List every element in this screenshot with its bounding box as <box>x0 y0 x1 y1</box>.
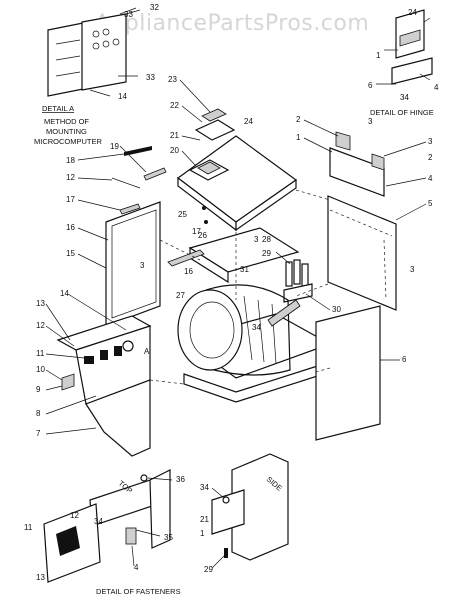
front-control-panel <box>56 315 152 457</box>
callout-14: 14 <box>60 289 69 298</box>
method-caption-line2: MOUNTING <box>46 127 87 136</box>
callout-5: 5 <box>428 199 433 208</box>
part-22-23-cover <box>194 108 236 141</box>
callout-9: 9 <box>36 385 41 394</box>
front-panel-right <box>315 305 381 441</box>
method-caption-line1: METHOD OF <box>44 117 89 126</box>
callout-1: 1 <box>296 133 301 142</box>
callout-24: 24 <box>408 8 417 17</box>
callout-11: 11 <box>24 523 33 532</box>
callout-16: 16 <box>184 267 193 276</box>
explode-guides <box>149 189 331 385</box>
callout-18: 18 <box>66 156 75 165</box>
callout-3: 3 <box>410 265 415 274</box>
callout-34: 34 <box>400 93 409 102</box>
callout-4: 4 <box>434 83 439 92</box>
callout-6: 6 <box>402 355 407 364</box>
callout-8: 8 <box>36 409 41 418</box>
callout-17: 17 <box>66 195 75 204</box>
top-panel <box>176 135 298 232</box>
callout-7: 7 <box>36 429 41 438</box>
callout-29: 29 <box>204 565 213 574</box>
callout-10: 10 <box>36 365 45 374</box>
callout-14: 14 <box>118 92 127 101</box>
callout-25: 25 <box>178 210 187 219</box>
watermark-text: AppliancePartsPros.com <box>95 11 370 36</box>
callout-20: 20 <box>170 146 179 155</box>
callout-27: 27 <box>176 291 185 300</box>
callout-12: 12 <box>66 173 75 182</box>
callout-2: 2 <box>428 153 433 162</box>
callout-2: 2 <box>296 115 301 124</box>
callout-29: 29 <box>262 249 271 258</box>
detail-a-caption: DETAIL A <box>42 104 74 113</box>
callout-3: 3 <box>254 235 259 244</box>
callout-24: 24 <box>244 117 253 126</box>
detail-a-panel <box>47 7 141 97</box>
callout-13: 13 <box>36 299 45 308</box>
hinge-bracket <box>329 131 385 197</box>
callout-21: 21 <box>200 515 209 524</box>
fastener-detail-left <box>43 469 171 583</box>
callout-36: 36 <box>176 475 185 484</box>
upper-frame <box>167 227 300 284</box>
callout-3: 3 <box>368 117 373 126</box>
callout-16: 16 <box>66 223 75 232</box>
callout-21: 21 <box>170 131 179 140</box>
fasteners-caption: DETAIL OF FASTENERS <box>96 587 181 596</box>
callout-13: 13 <box>36 573 45 582</box>
parts-25-26-fasteners <box>202 206 208 224</box>
callout-11: 11 <box>36 349 45 358</box>
drum-assembly <box>177 284 332 403</box>
part-20-21-bracket <box>188 159 230 181</box>
callout-33: 33 <box>146 73 155 82</box>
callout-34: 34 <box>252 323 261 332</box>
callout-1: 1 <box>376 51 381 60</box>
callout-15: 15 <box>66 249 75 258</box>
callout-28: 28 <box>262 235 271 244</box>
callout-3: 3 <box>428 137 433 146</box>
detail-a-marker: A <box>144 347 150 356</box>
callout-12: 12 <box>36 321 45 330</box>
callout-31: 31 <box>240 265 249 274</box>
hinge-detail <box>376 9 433 85</box>
callout-3: 3 <box>140 261 145 270</box>
callout-34: 34 <box>200 483 209 492</box>
right-side-panel <box>327 195 397 311</box>
callout-33: 33 <box>124 10 133 19</box>
callout-32: 32 <box>150 3 159 12</box>
callout-30: 30 <box>332 305 341 314</box>
cylinder-parts-28-29 <box>283 259 313 303</box>
callout-23: 23 <box>168 75 177 84</box>
callout-19: 19 <box>110 142 119 151</box>
fastener-detail-right <box>211 453 289 561</box>
callout-4: 4 <box>134 563 139 572</box>
left-side-panel <box>105 201 161 327</box>
callout-6: 6 <box>368 81 373 90</box>
callout-35: 35 <box>164 533 173 542</box>
strip-parts-16-19 <box>111 146 167 215</box>
callout-17: 17 <box>192 227 201 236</box>
callout-4: 4 <box>428 174 433 183</box>
callout-26: 26 <box>198 231 207 240</box>
callout-12: 12 <box>70 511 79 520</box>
method-caption-line3: MICROCOMPUTER <box>34 137 102 146</box>
callout-34: 34 <box>94 517 103 526</box>
hinge-caption: DETAIL OF HINGE <box>370 108 434 117</box>
callout-1: 1 <box>200 529 205 538</box>
callout-22: 22 <box>170 101 179 110</box>
